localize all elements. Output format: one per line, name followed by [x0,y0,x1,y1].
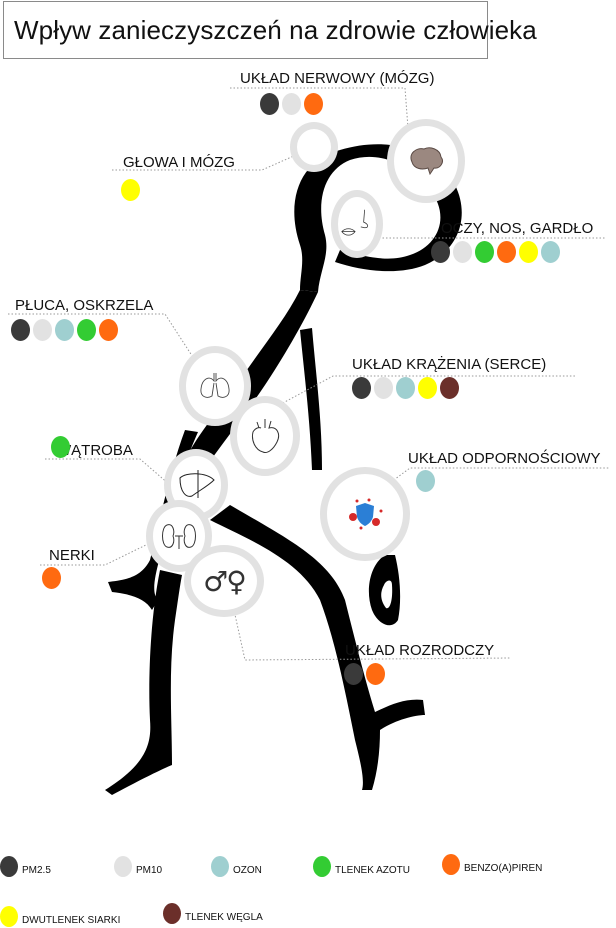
label-lungs: PŁUCA, OSKRZELA [15,297,154,314]
pollutant-dot-so2 [418,377,437,399]
pollutant-dot-bap [99,319,118,341]
organ-ring-repro: ♂♀ [184,545,264,617]
legend-label: TLENEK AZOTU [335,865,411,876]
leader-repro [229,591,511,661]
legend-dot [442,854,460,875]
label-nervous: UKŁAD NERWOWY (MÓZG) [240,70,435,87]
dots-kidneys [42,567,64,589]
gender-icon: ♂♀ [203,564,247,598]
legend-item-pm10: PM10 [114,856,162,877]
title-box: Wpływ zanieczyszczeń na zdrowie człowiek… [3,1,537,59]
legend-dot [0,906,18,927]
brain-icon [410,147,443,176]
pollutant-dot-pm10 [453,241,472,263]
label-repro: UKŁAD ROZRODCZY [345,642,495,659]
legend-dot [0,856,18,877]
legend-label: DWUTLENEK SIARKI [22,915,121,926]
leader-liver [45,458,171,486]
dots-nervous [260,93,326,115]
legend-label: OZON [233,865,262,876]
label-heart: UKŁAD KRĄŻENIA (SERCE) [352,356,547,373]
pollutant-dot-pm25 [352,377,371,399]
leader-kidneys [40,542,151,566]
pollutant-dot-pm10 [374,377,393,399]
pollutant-dot-bap [42,567,61,589]
organ-ring-immune [320,467,410,561]
dots-lungs [11,319,121,341]
pollutant-dot-no [51,436,70,458]
dots-heart [352,377,462,399]
dots-immune [416,470,438,492]
pollutant-dot-pm10 [33,319,52,341]
label-eyes: OCZY, NOS, GARDŁO [441,220,594,237]
legend-item-pm25: PM2.5 [0,856,51,877]
liver-icon [179,470,215,498]
legend-label: PM2.5 [22,865,51,876]
pollutant-dot-pm25 [260,93,279,115]
pollutant-dot-pm25 [11,319,30,341]
pollutant-dot-ozon [55,319,74,341]
pollutant-dot-pm10 [282,93,301,115]
dots-head [121,179,143,201]
legend-item-no: TLENEK AZOTU [313,856,410,877]
organ-ring-heart [230,396,300,476]
legend-dot [163,903,181,924]
leader-nervous [230,87,409,129]
label-kidneys: NERKI [49,547,95,564]
organ-ring-face [331,190,383,258]
legend-item-ozon: OZON [211,856,262,877]
legend-label: PM10 [136,865,163,876]
organ-ring-brain [387,119,465,203]
pollutant-dot-ozon [541,241,560,263]
pollutant-dot-bap [304,93,323,115]
organ-ring-lungs [179,346,251,426]
legend-item-co: TLENEK WĘGLA [163,903,263,924]
leader-lines [8,87,610,661]
leader-heart [254,375,575,419]
shield-virus-icon [349,498,383,530]
pollutant-dot-so2 [121,179,140,201]
legend-label: TLENEK WĘGLA [185,912,263,923]
pollutant-dot-no [77,319,96,341]
pollutant-dot-bap [497,241,516,263]
legend-item-bap: BENZO(A)PIREN [442,854,542,875]
pollutant-dot-no [475,241,494,263]
legend-dot [313,856,331,877]
nose-mouth-icon [341,209,369,236]
dots-repro [344,663,388,685]
dots-liver [51,436,73,458]
label-immune: UKŁAD ODPORNOŚCIOWY [408,450,601,467]
legend-dot [211,856,229,877]
kidneys-icon [162,524,196,549]
pollutant-dot-pm25 [431,241,450,263]
organ-ring-kidneys [146,500,212,572]
leader-head [112,154,297,171]
pollutant-dot-ozon [396,377,415,399]
pollutant-dot-bap [366,663,385,685]
dots-eyes [431,241,563,263]
label-head: GŁOWA I MÓZG [123,154,235,171]
legend-item-so2: DWUTLENEK SIARKI [0,906,120,927]
pollutant-dot-pm25 [344,663,363,685]
heart-icon [252,419,280,453]
pollutant-dot-so2 [519,241,538,263]
page-title: Wpływ zanieczyszczeń na zdrowie człowiek… [14,15,537,45]
leader-lungs [8,313,199,366]
pollutant-dot-ozon [416,470,435,492]
legend-label: BENZO(A)PIREN [464,863,543,874]
organ-ring-head [290,122,338,172]
legend-dot [114,856,132,877]
label-liver: WĄTROBA [57,442,133,459]
pollutant-dot-co [440,377,459,399]
lungs-icon [200,373,230,398]
